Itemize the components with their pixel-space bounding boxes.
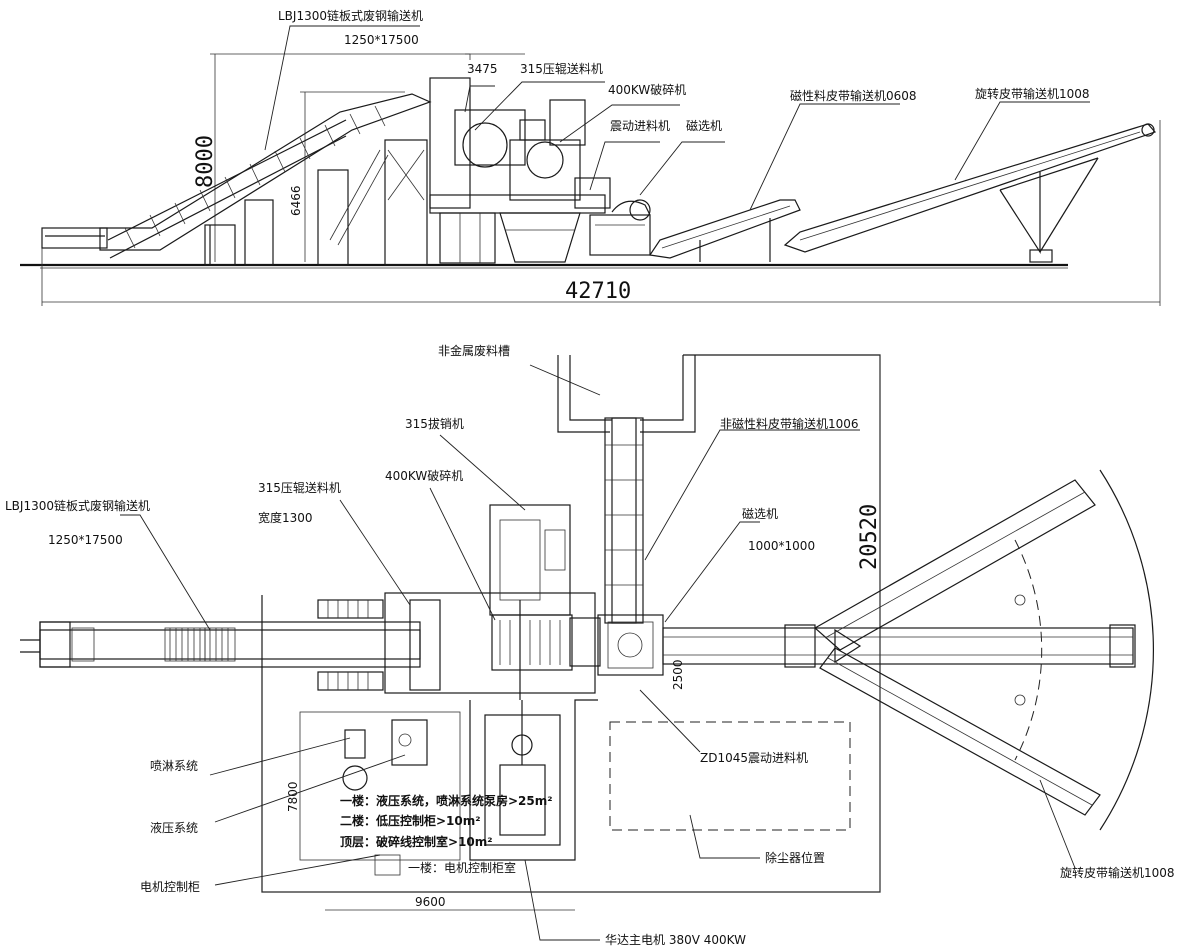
label-spray-system: 喷淋系统: [150, 759, 198, 773]
chain-conveyor-plan: [20, 599, 421, 691]
control-room-area: [299, 711, 461, 861]
label-shredder-elev: 400KW破碎机: [608, 82, 686, 97]
overall-length-dimension: 42710: [41, 120, 1161, 306]
note-floor2: 二楼：低压控制柜>10m²: [340, 813, 481, 828]
label-roller-feeder-elev: 315压辊送料机: [520, 61, 603, 76]
label-nonmagnetic-belt: 非磁性料皮带输送机1006: [720, 416, 859, 431]
dim-2500: 2500: [671, 659, 685, 690]
dim-42710: 42710: [565, 279, 631, 304]
dust-collector-area: [609, 721, 851, 831]
label-hydraulic-system: 液压系统: [150, 820, 198, 835]
label-dust-collector: 除尘器位置: [765, 850, 825, 865]
plan-view: 20520: [5, 343, 1175, 947]
height-dimension-8000: 8000: [193, 53, 435, 262]
dim-20520: 20520: [857, 504, 882, 570]
chain-conveyor-elevation: [41, 93, 432, 266]
main-motor-plan: [469, 699, 598, 861]
dim-8000: 8000: [193, 135, 218, 188]
note-floor1-cabinet: 一楼：电机控制柜室: [408, 860, 516, 875]
pump-equipment-plan: [342, 719, 428, 791]
label-roller-width: 宽度1300: [258, 510, 313, 525]
height-dimension-6466: 6466: [289, 91, 405, 262]
label-nonmetal-trough: 非金属废料槽: [438, 343, 510, 358]
rotating-belt-plan: [813, 469, 1155, 831]
label-chain-conveyor-plan: LBJ1300链板式废钢输送机: [5, 498, 150, 513]
elevation-leaders: [264, 25, 1090, 211]
label-pin-puller: 315拔销机: [405, 416, 464, 431]
label-vibrating-feeder-elev: 震动进料机: [610, 119, 670, 133]
nonmetal-trough-plan: [557, 355, 696, 433]
magnetic-belt-elevation: [648, 199, 801, 262]
label-dim-3475: 3475: [467, 62, 498, 76]
dim-9600: 9600: [415, 895, 446, 909]
label-rotating-belt-elev: 旋转皮带输送机1008: [975, 86, 1090, 101]
horizontal-belt-plan: [662, 624, 1136, 668]
label-vibrating-feeder-plan: ZD1045震动进料机: [700, 751, 808, 765]
label-chain-conveyor-size-plan: 1250*17500: [48, 533, 123, 547]
dim-7800: 7800: [286, 781, 300, 812]
label-chain-conveyor-size-elev: 1250*17500: [344, 33, 419, 47]
label-magnetic-separator-elev: 磁选机: [686, 118, 722, 133]
nonmagnetic-belt-plan: [604, 417, 644, 624]
dim-6466: 6466: [289, 185, 303, 216]
label-rotating-belt-plan: 旋转皮带输送机1008: [1060, 865, 1175, 880]
label-shredder-plan: 400KW破碎机: [385, 468, 463, 483]
shredder-plan: [384, 504, 601, 700]
label-magnetic-belt-elev: 磁性料皮带输送机0608: [790, 88, 917, 103]
label-magnetic-separator-plan: 磁选机: [742, 506, 778, 521]
shredder-elevation: [429, 53, 611, 264]
label-roller-feeder-plan: 315压辊送料机: [258, 480, 341, 495]
label-chain-conveyor-elev: LBJ1300链板式废钢输送机: [278, 8, 423, 23]
plan-leaders: [120, 364, 1076, 941]
elevation-view: 42710 8000 6466: [20, 8, 1161, 306]
label-motor-cabinet: 电机控制柜: [140, 880, 200, 894]
label-magnetic-separator-size: 1000*1000: [748, 539, 815, 553]
note-top-floor: 顶层：破碎线控制室>10m²: [340, 834, 493, 849]
width-dimension-20520: 20520: [857, 355, 882, 892]
separator-plan: [597, 614, 664, 676]
label-main-motor: 华达主电机 380V 400KW: [605, 933, 746, 947]
feeder-separator-elevation: [589, 199, 651, 256]
rotating-belt-elevation: [783, 123, 1157, 263]
note-floor1: 一楼：液压系统，喷淋系统泵房>25m²: [340, 793, 553, 808]
